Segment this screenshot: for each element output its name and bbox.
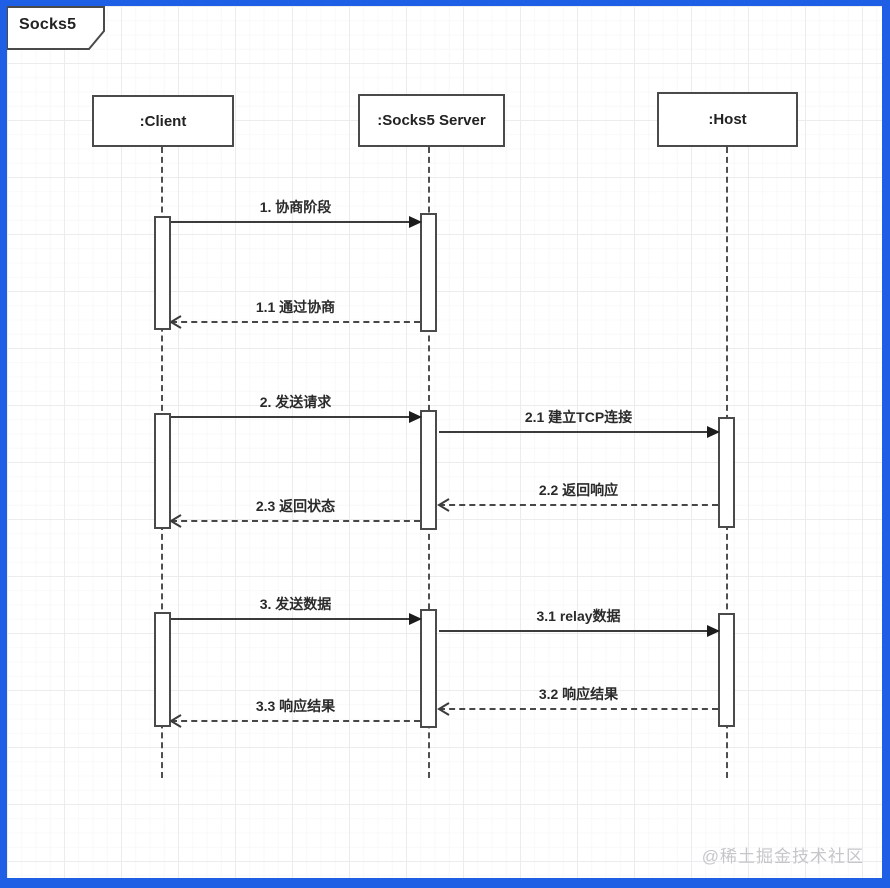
arrowhead-filled-right-icon xyxy=(409,411,422,423)
participant-client: :Client xyxy=(92,95,234,147)
arrowhead-filled-right-icon xyxy=(409,216,422,228)
participant-label: :Host xyxy=(708,111,747,128)
activation-server-1 xyxy=(420,213,437,332)
arrow-line xyxy=(171,520,420,522)
arrow-line xyxy=(439,504,718,506)
arrow-line xyxy=(439,630,718,632)
arrowhead-open-left-icon xyxy=(168,713,184,729)
arrowhead-open-left-icon xyxy=(168,314,184,330)
arrow-line xyxy=(439,708,718,710)
diagram-canvas xyxy=(7,6,882,878)
message-label: 1. 协商阶段 xyxy=(259,199,332,215)
participant-label: :Socks5 Server xyxy=(377,112,486,129)
message-label: 2.1 建立TCP连接 xyxy=(524,409,633,425)
participant-socks5-server: :Socks5 Server xyxy=(358,94,505,147)
message-label: 3.2 响应结果 xyxy=(538,686,619,702)
frame-title: Socks5 xyxy=(19,16,77,33)
message-label: 2.2 返回响应 xyxy=(538,482,619,498)
arrow-line xyxy=(171,720,420,722)
activation-client-1 xyxy=(154,216,171,330)
arrow-line xyxy=(171,221,420,223)
arrow-line xyxy=(439,431,718,433)
message-label: 3.1 relay数据 xyxy=(536,608,621,624)
watermark: @稀土掘金技术社区 xyxy=(701,847,864,866)
arrowhead-filled-right-icon xyxy=(707,426,720,438)
participant-label: :Client xyxy=(139,112,187,130)
message-label: 2.3 返回状态 xyxy=(255,498,336,514)
frame-title-pentagon: Socks5 xyxy=(7,6,107,50)
arrowhead-filled-right-icon xyxy=(409,613,422,625)
arrow-line xyxy=(171,416,420,418)
arrowhead-open-left-icon xyxy=(168,513,184,529)
pentagon-shape-icon xyxy=(7,6,105,50)
activation-server-3 xyxy=(420,609,437,728)
arrowhead-open-left-icon xyxy=(436,497,452,513)
arrow-line xyxy=(171,618,420,620)
arrow-line xyxy=(171,321,420,323)
message-label: 2. 发送请求 xyxy=(259,394,332,410)
activation-host-3 xyxy=(718,613,735,727)
activation-client-3 xyxy=(154,612,171,727)
activation-server-2 xyxy=(420,410,437,530)
arrowhead-open-left-icon xyxy=(436,701,452,717)
message-label: 3.3 响应结果 xyxy=(255,698,336,714)
arrowhead-filled-right-icon xyxy=(707,625,720,637)
activation-client-2 xyxy=(154,413,171,529)
activation-host-2 xyxy=(718,417,735,528)
participant-host: :Host xyxy=(657,92,798,147)
message-label: 1.1 通过协商 xyxy=(255,299,336,315)
message-label: 3. 发送数据 xyxy=(259,596,332,612)
